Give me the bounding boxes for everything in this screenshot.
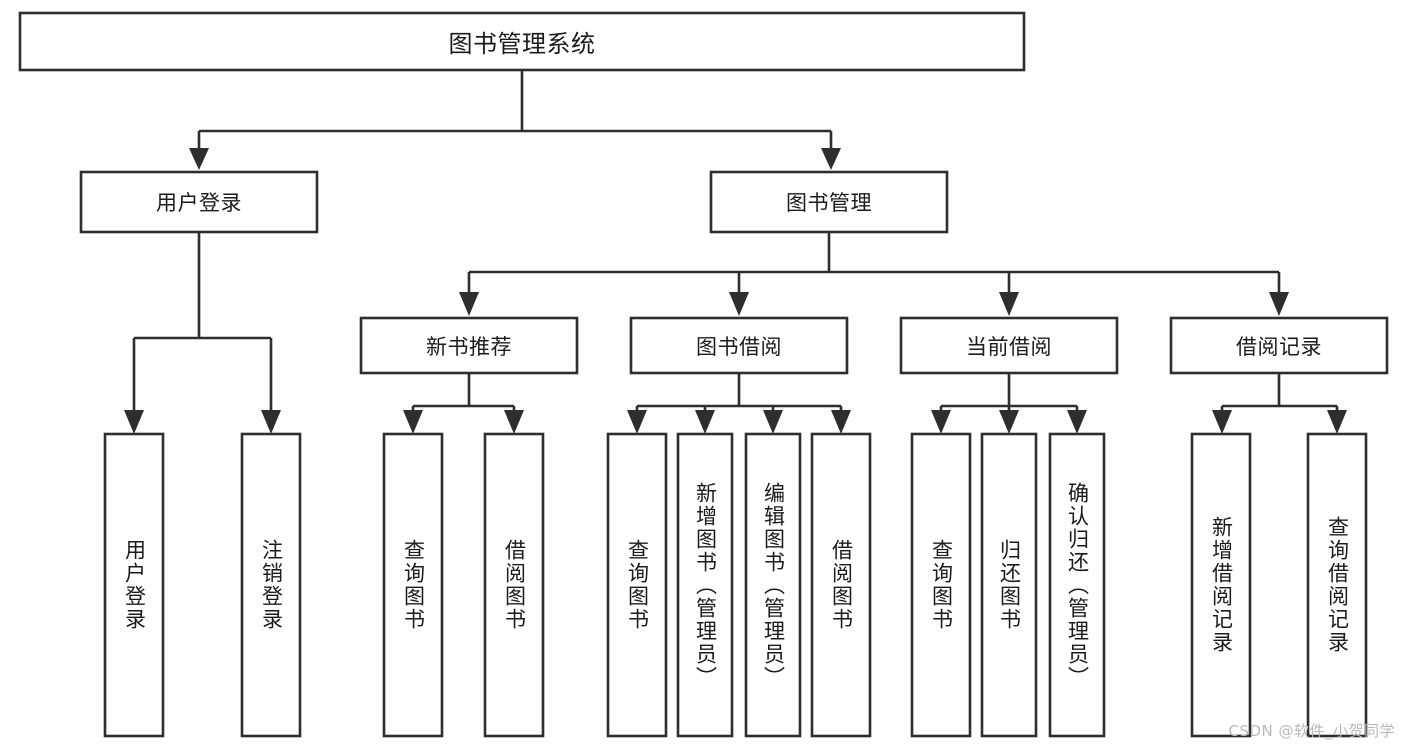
node-box-book-manage[interactable] bbox=[709, 170, 949, 234]
arrow-head-book-manage bbox=[821, 148, 841, 170]
arrow-head-leaf-query-record bbox=[1327, 410, 1347, 434]
arrow-head-leaf-query-book-1 bbox=[403, 410, 423, 434]
node-box-leaf-borrow-book-1[interactable] bbox=[483, 432, 545, 738]
node-box-leaf-add-record[interactable] bbox=[1190, 432, 1252, 738]
node-box-leaf-user-logout[interactable] bbox=[240, 432, 302, 738]
node-box-leaf-edit-book[interactable] bbox=[744, 432, 802, 738]
arrow-head-borrow-record bbox=[1269, 292, 1289, 316]
arrow-head-leaf-user-logout bbox=[261, 410, 281, 434]
arrow-head-leaf-query-book-2 bbox=[627, 410, 647, 434]
edge-user-login-bus bbox=[132, 232, 273, 412]
node-box-root[interactable] bbox=[18, 11, 1026, 72]
node-box-new-book-rec[interactable] bbox=[359, 316, 579, 375]
node-box-leaf-query-book-2[interactable] bbox=[606, 432, 668, 738]
arrow-head-leaf-edit-book bbox=[763, 410, 783, 434]
arrow-head-leaf-user-login bbox=[124, 410, 144, 434]
node-box-current-borrow[interactable] bbox=[899, 316, 1119, 375]
edge-book-borrow-bus bbox=[635, 373, 843, 412]
node-box-borrow-record[interactable] bbox=[1169, 316, 1389, 375]
arrow-head-leaf-add-record bbox=[1212, 410, 1232, 434]
node-box-leaf-confirm-return[interactable] bbox=[1048, 432, 1106, 738]
node-box-leaf-add-book[interactable] bbox=[676, 432, 734, 738]
arrow-head-leaf-borrow-book-1 bbox=[504, 410, 524, 434]
arrow-head-user-login bbox=[189, 148, 209, 170]
node-box-leaf-return-book[interactable] bbox=[980, 432, 1038, 738]
arrow-head-current-borrow bbox=[999, 292, 1019, 316]
edge-new-book-rec-bus bbox=[411, 373, 516, 412]
arrow-head-leaf-query-book-3 bbox=[931, 410, 951, 434]
edge-current-borrow-bus bbox=[939, 373, 1079, 412]
arrow-head-leaf-add-book bbox=[695, 410, 715, 434]
node-box-leaf-query-book-1[interactable] bbox=[382, 432, 444, 738]
node-box-book-borrow[interactable] bbox=[629, 316, 849, 375]
arrow-head-book-borrow bbox=[729, 292, 749, 316]
edge-root-bus bbox=[197, 70, 833, 150]
arrow-head-leaf-confirm-return bbox=[1067, 410, 1087, 434]
arrow-head-leaf-return-book bbox=[999, 410, 1019, 434]
edge-borrow-record-bus bbox=[1220, 373, 1339, 412]
node-box-user-login[interactable] bbox=[79, 170, 319, 234]
node-box-leaf-borrow-book-2[interactable] bbox=[810, 432, 872, 738]
node-box-leaf-query-record[interactable] bbox=[1306, 432, 1368, 738]
edge-book-manage-bus bbox=[467, 232, 1281, 294]
arrow-head-new-book-rec bbox=[459, 292, 479, 316]
node-box-leaf-query-book-3[interactable] bbox=[910, 432, 972, 738]
arrow-head-leaf-borrow-book-2 bbox=[831, 410, 851, 434]
node-box-leaf-user-login[interactable] bbox=[103, 432, 165, 738]
